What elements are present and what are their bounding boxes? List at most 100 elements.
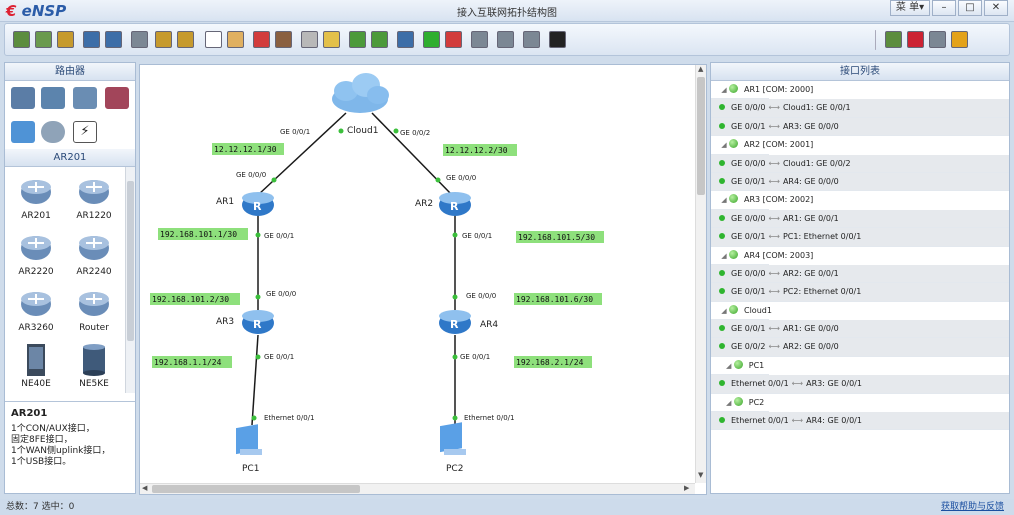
- device-ar3260[interactable]: AR3260: [7, 287, 65, 333]
- node-pc1[interactable]: PC1: [236, 424, 262, 474]
- interface-link-row[interactable]: Ethernet 0/0/1⟷AR3: GE 0/0/1: [711, 375, 1009, 394]
- topology-canvas[interactable]: Cloud1 R AR1 R AR2 R: [139, 64, 707, 495]
- new-topology-icon[interactable]: [13, 31, 30, 48]
- cloud-category-icon[interactable]: [41, 121, 65, 143]
- close-button[interactable]: ✕: [984, 0, 1008, 16]
- collapse-triangle-icon[interactable]: ◢: [726, 398, 732, 407]
- interface-group-row[interactable]: ◢AR1 [COM: 2000]: [711, 81, 813, 100]
- panel-icon[interactable]: [523, 31, 540, 48]
- device-ar201[interactable]: AR201: [7, 175, 65, 221]
- interface-link-row[interactable]: GE 0/0/0⟷AR1: GE 0/0/1: [711, 209, 1009, 229]
- node-ar4[interactable]: R AR4: [439, 310, 498, 334]
- collapse-triangle-icon[interactable]: ◢: [726, 361, 732, 370]
- scroll-left-arrow[interactable]: ◀: [142, 484, 148, 492]
- local-port: GE 0/0/0: [731, 158, 766, 168]
- fit-icon[interactable]: [397, 31, 414, 48]
- interface-link-row[interactable]: GE 0/0/1⟷PC1: Ethernet 0/0/1: [711, 228, 1009, 247]
- redo-icon[interactable]: [177, 31, 194, 48]
- collapse-triangle-icon[interactable]: ◢: [721, 251, 727, 260]
- firewall-category-icon[interactable]: [105, 87, 129, 109]
- capture-icon[interactable]: [471, 31, 488, 48]
- save-icon[interactable]: [83, 31, 100, 48]
- zoom-in-icon[interactable]: [349, 31, 366, 48]
- interface-link-row[interactable]: GE 0/0/2⟷AR2: GE 0/0/0: [711, 338, 1009, 357]
- interface-group-row[interactable]: ◢PC2: [711, 393, 769, 413]
- new-example-icon[interactable]: [35, 31, 52, 48]
- device-ar2240[interactable]: AR2240: [65, 231, 123, 277]
- zoom-reset-icon[interactable]: [371, 31, 388, 48]
- local-port: GE 0/0/1: [731, 176, 766, 186]
- interface-link-row[interactable]: GE 0/0/1⟷AR3: GE 0/0/0: [711, 117, 1009, 137]
- port-dot: [452, 415, 458, 421]
- device-ne5ke[interactable]: NE5KE: [65, 343, 123, 389]
- collapse-triangle-icon[interactable]: ◢: [721, 196, 727, 205]
- text-note-icon[interactable]: [301, 31, 318, 48]
- device-ar2220[interactable]: AR2220: [7, 231, 65, 277]
- collapse-triangle-icon[interactable]: ◢: [721, 306, 727, 315]
- ip-label: 192.168.1.1/24: [154, 358, 222, 367]
- device-categories: ⚡: [5, 81, 135, 149]
- topology-diagram[interactable]: Cloud1 R AR1 R AR2 R: [140, 65, 695, 483]
- interface-link-row[interactable]: GE 0/0/1⟷PC2: Ethernet 0/0/1: [711, 283, 1009, 302]
- link-ar3-pc1[interactable]: [251, 334, 259, 426]
- collapse-triangle-icon[interactable]: ◢: [721, 141, 727, 150]
- open-icon[interactable]: [57, 31, 74, 48]
- minimize-button[interactable]: –: [932, 0, 956, 16]
- menu-button[interactable]: 菜 单▾: [890, 0, 930, 16]
- delete-icon[interactable]: [253, 31, 270, 48]
- scroll-right-arrow[interactable]: ▶: [684, 484, 690, 492]
- device-ne40e[interactable]: NE40E: [7, 343, 65, 389]
- message-icon[interactable]: [885, 31, 902, 48]
- router-category-icon[interactable]: [11, 87, 35, 109]
- cli-icon[interactable]: [549, 31, 566, 48]
- canvas-horizontal-scrollbar[interactable]: ◀ ▶: [140, 483, 695, 494]
- interface-link-row[interactable]: GE 0/0/1⟷AR4: GE 0/0/0: [711, 172, 1009, 192]
- link-category-icon[interactable]: ⚡: [73, 121, 97, 143]
- select-icon[interactable]: [205, 31, 222, 48]
- interface-group-row[interactable]: ◢PC1: [711, 356, 769, 376]
- link-cloud1-ar2[interactable]: [371, 112, 453, 196]
- pc-category-icon[interactable]: [11, 121, 35, 143]
- rect-note-icon[interactable]: [323, 31, 340, 48]
- stop-device-icon[interactable]: [445, 31, 462, 48]
- pan-icon[interactable]: [227, 31, 244, 48]
- print-icon[interactable]: [131, 31, 148, 48]
- interface-group-row[interactable]: ◢Cloud1: [711, 301, 772, 321]
- interface-link-row[interactable]: GE 0/0/1⟷AR1: GE 0/0/0: [711, 320, 1009, 339]
- node-cloud1[interactable]: Cloud1: [332, 73, 389, 136]
- interface-group-row[interactable]: ◢AR4 [COM: 2003]: [711, 246, 813, 265]
- link-status-icon: [719, 214, 725, 221]
- undo-icon[interactable]: [155, 31, 172, 48]
- collapse-triangle-icon[interactable]: ◢: [721, 86, 727, 94]
- delete-links-icon[interactable]: [275, 31, 292, 48]
- topology-icon[interactable]: [497, 31, 514, 48]
- help-feedback-link[interactable]: 获取帮助与反馈: [940, 502, 1004, 512]
- node-ar2[interactable]: R AR2: [415, 192, 471, 216]
- device-status-icon: [729, 139, 738, 149]
- device-router[interactable]: Router: [65, 287, 123, 333]
- node-pc2[interactable]: PC2: [440, 422, 466, 474]
- interface-link-row[interactable]: GE 0/0/0⟷Cloud1: GE 0/0/2: [711, 154, 1009, 173]
- interface-link-row[interactable]: GE 0/0/0⟷Cloud1: GE 0/0/1: [711, 99, 1009, 118]
- node-ar1[interactable]: R AR1: [216, 192, 274, 216]
- interface-link-row[interactable]: GE 0/0/0⟷AR2: GE 0/0/1: [711, 264, 1009, 284]
- huawei-icon[interactable]: [907, 31, 924, 48]
- remote-port: Cloud1: GE 0/0/1: [782, 103, 851, 113]
- settings-icon[interactable]: [929, 31, 946, 48]
- save-as-icon[interactable]: [105, 31, 122, 48]
- interface-group-row[interactable]: ◢AR2 [COM: 2001]: [711, 136, 813, 155]
- start-device-icon[interactable]: [423, 31, 440, 48]
- wlan-category-icon[interactable]: [73, 87, 97, 109]
- switch-category-icon[interactable]: [41, 87, 65, 109]
- help-icon[interactable]: [951, 31, 968, 48]
- port-dot: [452, 294, 458, 300]
- scroll-down-arrow[interactable]: ▼: [698, 471, 704, 479]
- node-ar3[interactable]: R AR3: [216, 310, 274, 334]
- maximize-button[interactable]: □: [958, 0, 982, 16]
- device-list-scrollbar[interactable]: [125, 167, 135, 393]
- interface-group-row[interactable]: ◢AR3 [COM: 2002]: [711, 191, 813, 210]
- device-ar1220[interactable]: AR1220: [65, 175, 123, 221]
- scroll-up-arrow[interactable]: ▲: [698, 65, 704, 73]
- interface-link-row[interactable]: Ethernet 0/0/1⟷AR4: GE 0/0/1: [711, 412, 1009, 431]
- canvas-vertical-scrollbar[interactable]: ▲ ▼: [695, 65, 706, 483]
